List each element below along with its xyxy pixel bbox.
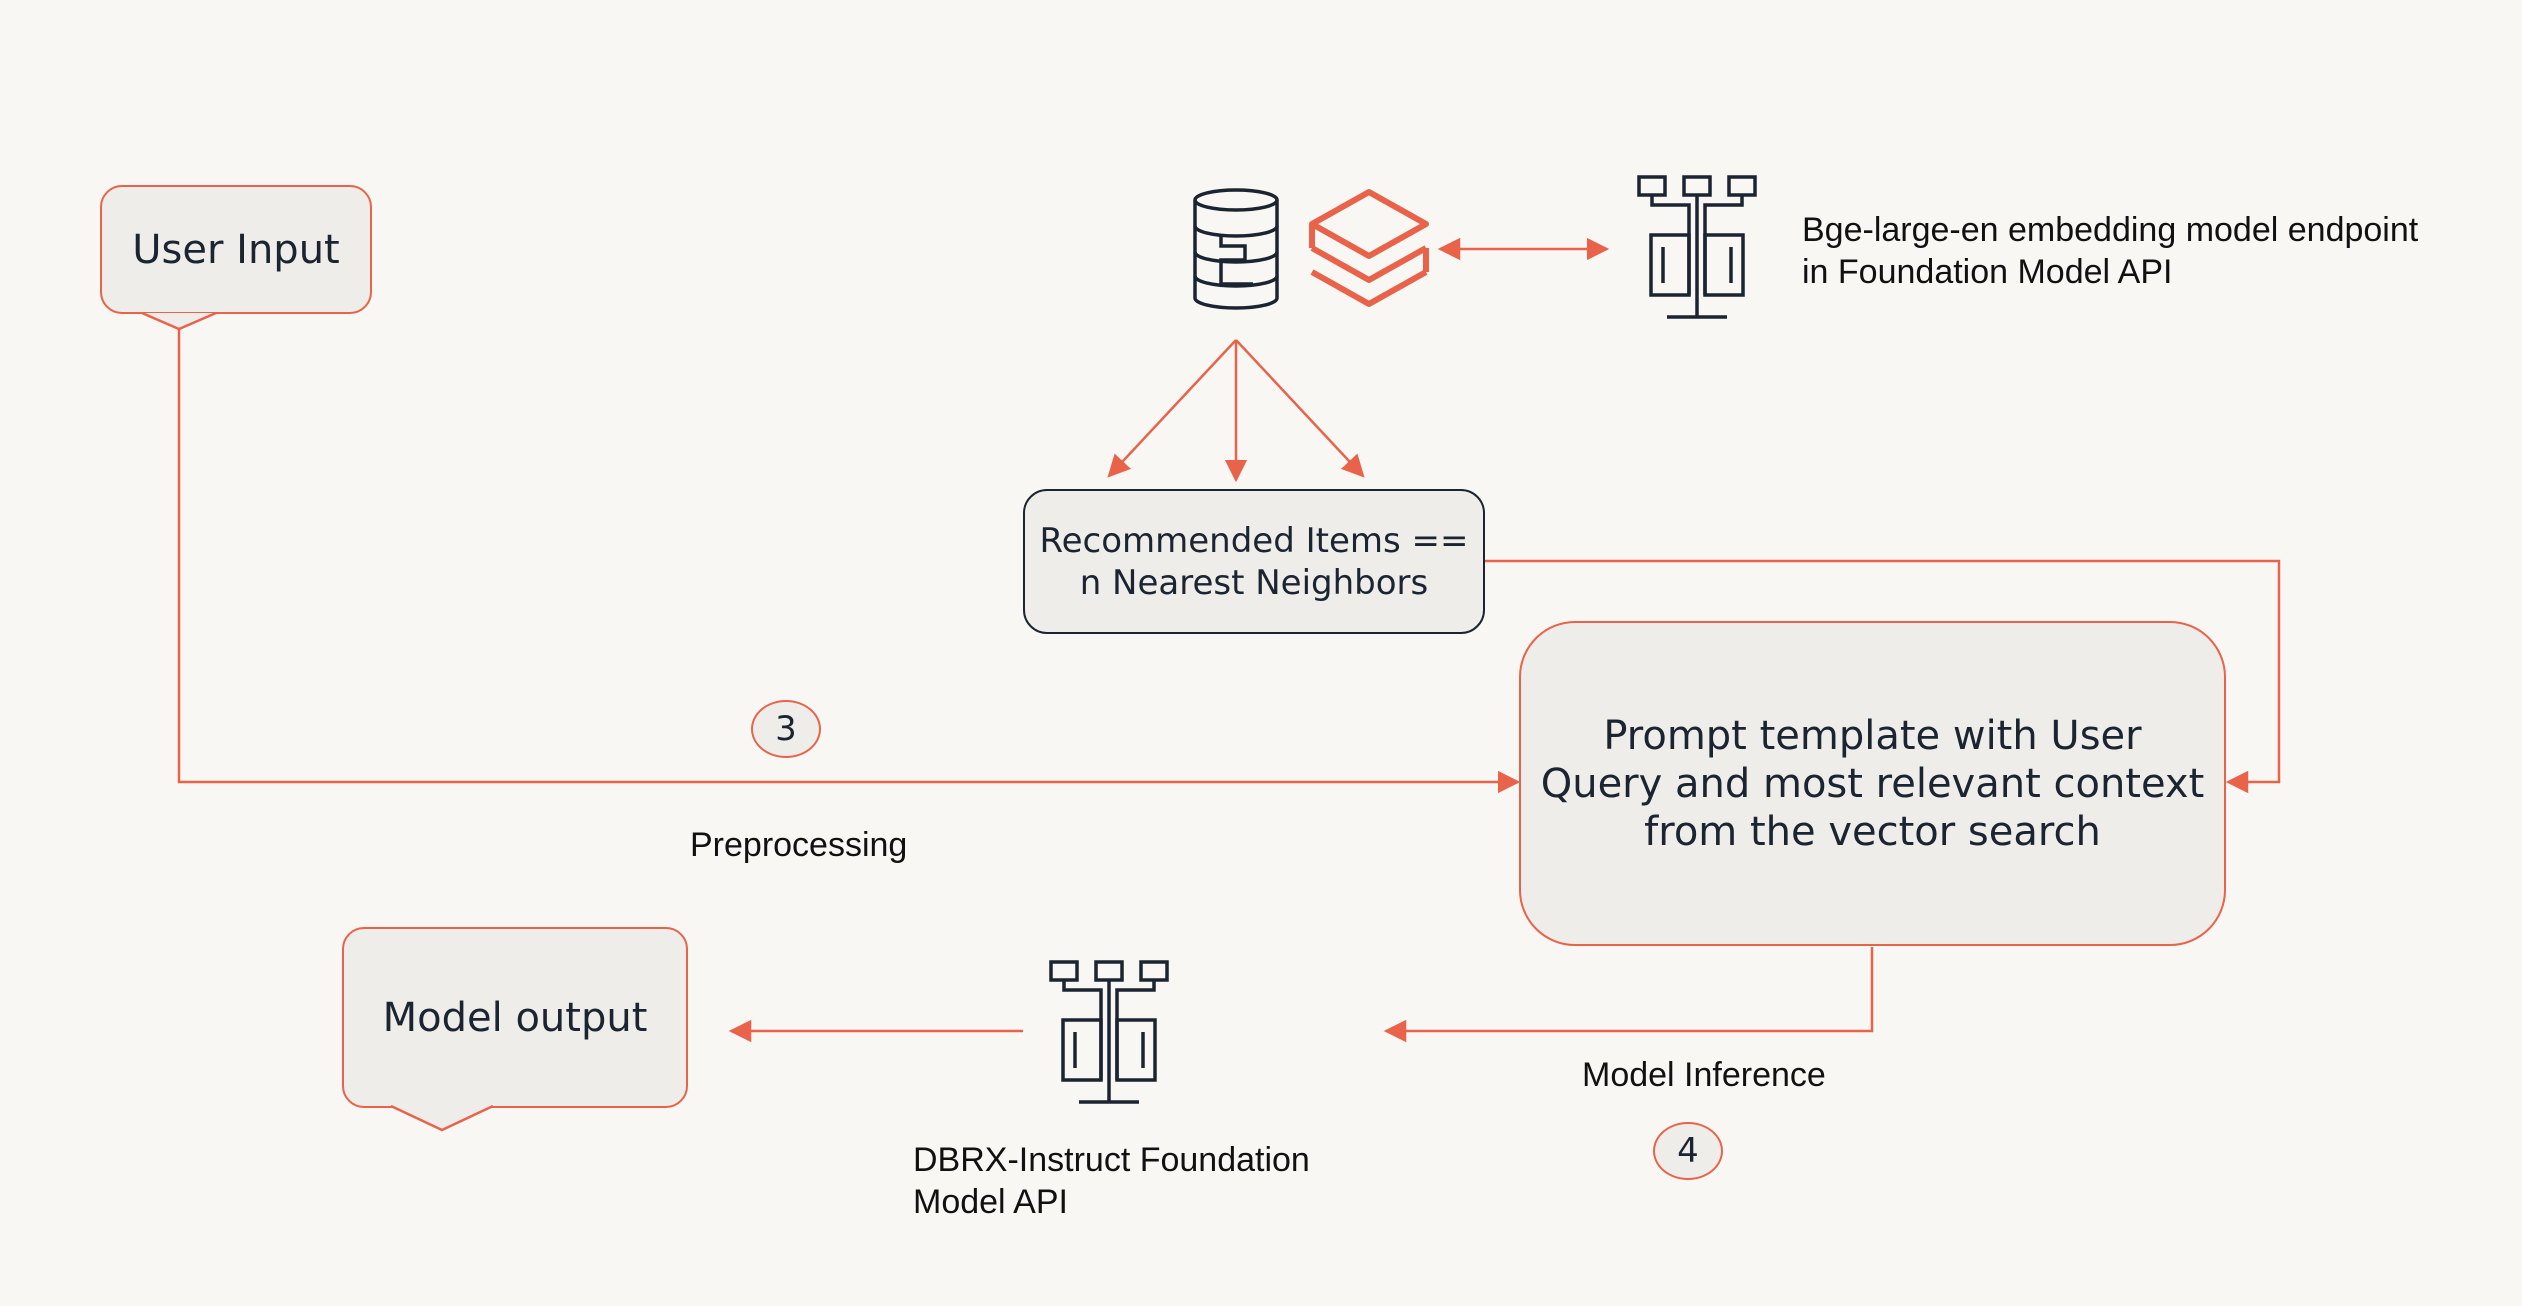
recommended-items-line-1: Recommended Items == [1039,520,1469,561]
step-3-number: 3 [775,709,797,749]
dbrx-model-line-1: DBRX-Instruct Foundation [913,1141,1310,1179]
step-4-marker: 4 [1653,1122,1723,1180]
user-input-to-prompt-connector [177,323,1521,794]
model-serving-icon [1049,960,1169,1104]
model-output-bubble: Model output [342,927,688,1108]
user-input-bubble: User Input [100,185,372,314]
prompt-template-line-3: from the vector search [1644,808,2101,855]
prompt-template-box: Prompt template with User Query and most… [1519,621,2226,946]
model-output-label: Model output [382,994,648,1041]
user-input-label: User Input [132,226,340,273]
neighbors-to-prompt-connector [1484,559,2281,794]
step-3-marker: 3 [751,700,821,758]
user-input-bubble-tail [141,311,217,331]
embedding-endpoint-line-2: in Foundation Model API [1802,253,2173,291]
step-4-number: 4 [1677,1131,1699,1171]
preprocessing-label: Preprocessing [690,826,908,864]
embedding-endpoint-label: Bge-large-en embedding model endpoint in… [1802,209,2418,293]
prompt-to-model-connector [1383,947,1874,1043]
database-icon [1193,188,1279,310]
vector-search-right-arrow [1235,339,1365,478]
prompt-template-line-2: Query and most relevant context [1540,760,2205,807]
model-output-bubble-tail [390,1104,494,1132]
prompt-template-line-1: Prompt template with User [1603,712,2142,759]
embedding-endpoint-line-1: Bge-large-en embedding model endpoint [1802,211,2419,249]
model-inference-label: Model Inference [1582,1056,1826,1094]
dbrx-model-label: DBRX-Instruct Foundation Model API [913,1139,1310,1223]
recommended-items-box: Recommended Items == n Nearest Neighbors [1023,489,1485,634]
model-serving-icon [1637,175,1757,319]
databricks-layers-icon [1309,189,1429,307]
vector-search-left-arrow [1107,339,1237,478]
dbrx-model-line-2: Model API [913,1183,1068,1221]
recommended-items-line-2: n Nearest Neighbors [1079,562,1429,603]
